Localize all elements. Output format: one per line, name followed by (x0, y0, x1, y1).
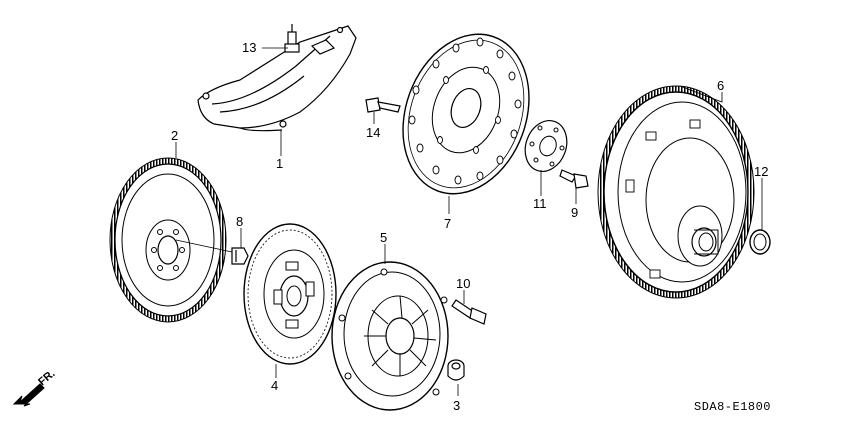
callout-6: 6 (717, 78, 724, 93)
flywheel-bolt-part (175, 239, 249, 265)
back-plate-part (524, 120, 568, 172)
callout-7: 7 (444, 216, 451, 231)
plate-bolt-part (559, 169, 589, 189)
pressure-plate-bolt-part (451, 299, 487, 325)
diagram-code: SDA8-E1800 (694, 400, 771, 414)
pilot-bushing-part (447, 359, 465, 381)
leader-lines (175, 47, 763, 396)
callout-14: 14 (366, 125, 380, 140)
callout-12: 12 (754, 164, 768, 179)
drive-plate-part (402, 33, 530, 195)
callout-13: 13 (242, 40, 256, 55)
callout-9: 9 (571, 205, 578, 220)
pressure-plate-part (331, 261, 449, 411)
callout-5: 5 (380, 230, 387, 245)
o-ring-part (749, 229, 771, 255)
clutch-disc-part (243, 223, 337, 365)
flywheel-part (109, 157, 227, 323)
callout-3: 3 (453, 398, 460, 413)
dust-cover-part (197, 25, 357, 132)
callout-8: 8 (236, 214, 243, 229)
callout-4: 4 (271, 378, 278, 393)
callout-10: 10 (456, 276, 470, 291)
torque-converter-part (597, 85, 755, 299)
front-direction-arrow: FR. (12, 368, 58, 407)
drive-plate-bolt-part (365, 97, 401, 113)
callout-labels: 1 2 3 4 5 6 7 8 9 10 11 12 13 14 (171, 40, 768, 413)
callout-2: 2 (171, 128, 178, 143)
callout-11: 11 (533, 196, 547, 211)
callout-1: 1 (276, 156, 283, 171)
